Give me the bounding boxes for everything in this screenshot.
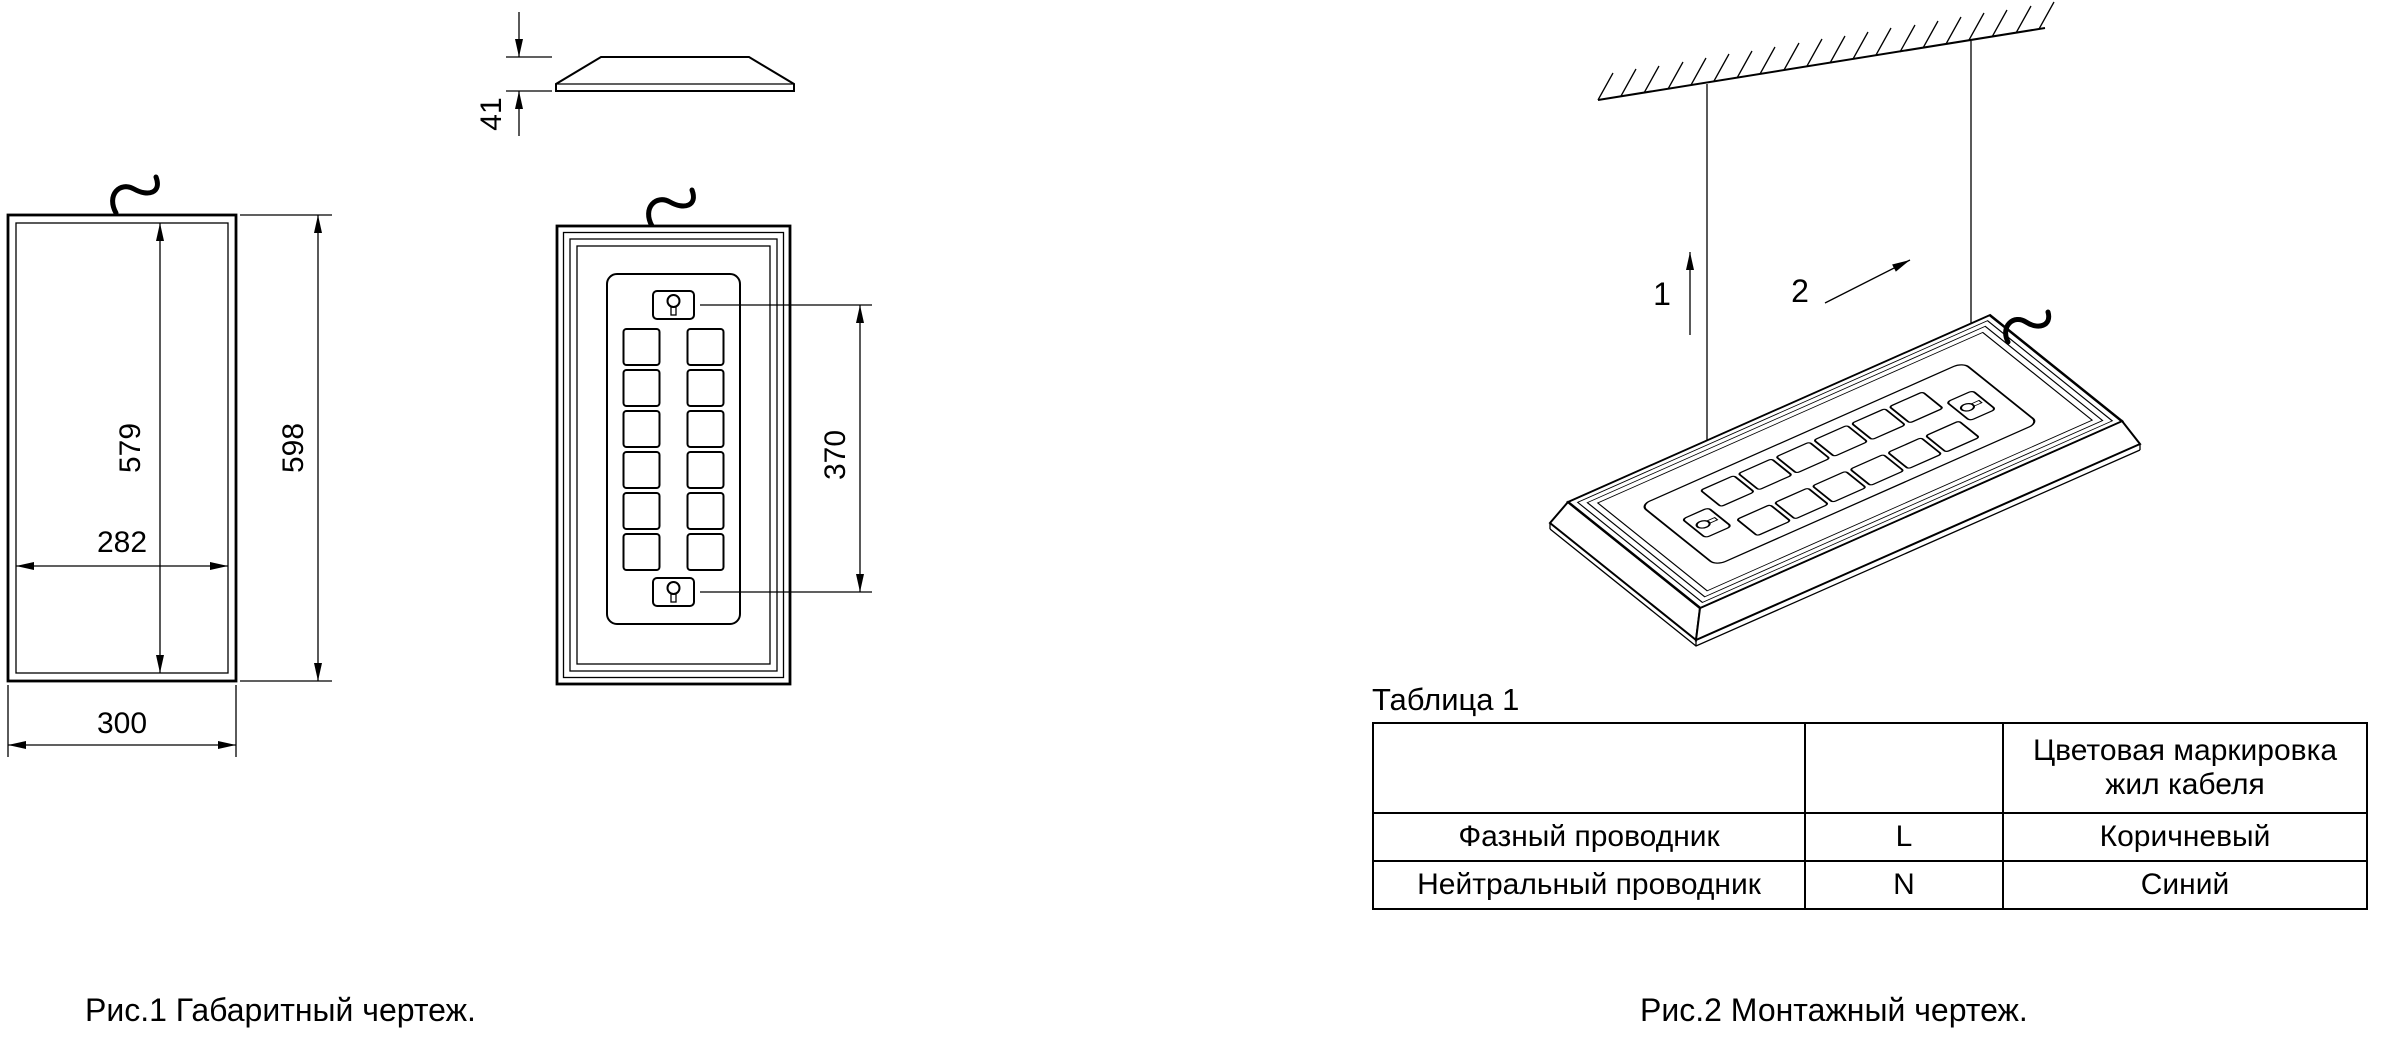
rear-view	[555, 187, 792, 686]
table-header-row: Цветовая маркировка жил кабеля	[1372, 722, 2368, 814]
callout-1-label: 1	[1653, 276, 1671, 312]
dim-label-598: 598	[277, 423, 310, 473]
dimension-mount-pitch: 370	[700, 304, 872, 593]
profile-view	[555, 56, 795, 92]
front-view	[6, 174, 238, 683]
table-header-empty-1	[1372, 722, 1806, 814]
table-row-neutral: Нейтральный проводник N Синий	[1372, 860, 2368, 910]
phase-conductor-code: L	[1804, 812, 2004, 862]
power-cable-icon	[2003, 309, 2052, 345]
ceiling	[1597, 1, 2055, 101]
ceiling-hatch	[1597, 1, 2055, 101]
phase-conductor-name: Фазный проводник	[1372, 812, 1806, 862]
figure2-caption: Рис.2 Монтажный чертеж.	[1640, 992, 2028, 1028]
figure1-caption: Рис.1 Габаритный чертеж.	[85, 992, 476, 1028]
neutral-conductor-code: N	[1804, 860, 2004, 910]
figure2-mounting-drawing: 1 2	[1548, 1, 2142, 647]
power-cable-icon	[646, 187, 696, 229]
led-module-rear	[555, 224, 792, 686]
dim-label-300: 300	[97, 707, 147, 740]
table-row-phase: Фазный проводник L Коричневый	[1372, 812, 2368, 862]
dim-label-579: 579	[114, 423, 147, 473]
wiring-table: Цветовая маркировка жил кабеля Фазный пр…	[1372, 722, 2368, 910]
dim-label-282: 282	[97, 526, 147, 559]
callout-1: 1	[1653, 252, 1694, 335]
callout-2: 2	[1791, 259, 1911, 309]
dimension-inner-width: 282	[16, 526, 228, 570]
neutral-conductor-name: Нейтральный проводник	[1372, 860, 1806, 910]
table-title: Таблица 1	[1372, 682, 1520, 717]
figure1-dimensional-drawing: 579 598 282 300	[6, 12, 872, 757]
dimension-inner-height: 579	[114, 223, 164, 673]
dim-label-41: 41	[475, 97, 508, 130]
power-cable-icon	[110, 174, 160, 216]
table-header-empty-2	[1804, 722, 2004, 814]
dim-label-370: 370	[819, 430, 852, 480]
table-header-color-marking: Цветовая маркировка жил кабеля	[2002, 722, 2368, 814]
neutral-conductor-color: Синий	[2002, 860, 2368, 910]
dimension-outer-height: 598	[240, 214, 332, 682]
phase-conductor-color: Коричневый	[2002, 812, 2368, 862]
callout-2-label: 2	[1791, 273, 1809, 309]
dimension-thickness: 41	[475, 12, 552, 136]
dimension-outer-width: 300	[7, 685, 237, 757]
